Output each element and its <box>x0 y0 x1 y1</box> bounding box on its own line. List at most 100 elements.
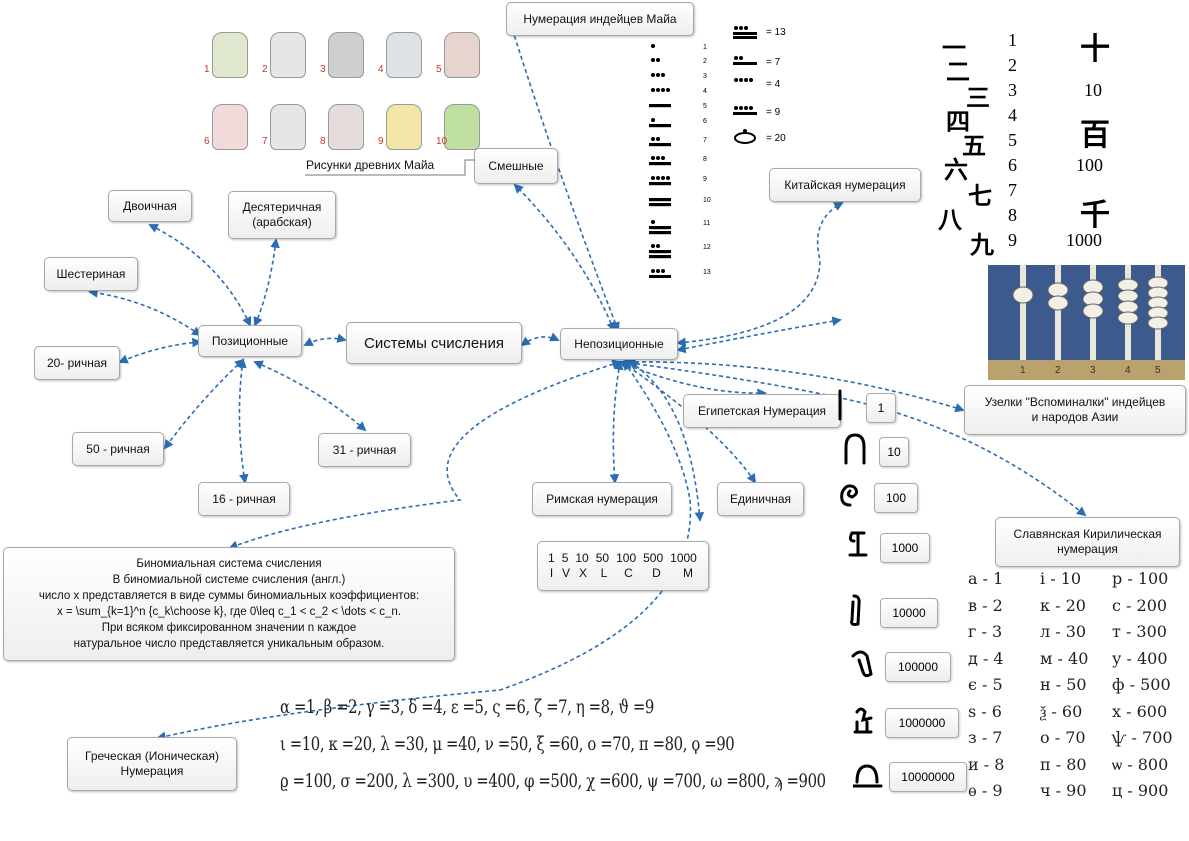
maya-drawing-label: 9 <box>378 136 384 147</box>
chinese-arabic-1: 1 <box>1008 30 1017 50</box>
maya-drawing-label: 3 <box>320 64 326 75</box>
link-positional-50 <box>163 358 245 450</box>
node-base16[interactable]: 16 - ричная <box>198 482 290 516</box>
maya-bar <box>649 198 671 202</box>
maya-column-number: 13 <box>703 269 711 276</box>
roman-arabic-4: 100 <box>616 551 637 565</box>
maya-dot <box>656 137 660 141</box>
chinese-arabic-2: 2 <box>1008 55 1017 75</box>
egyptian-value-7: 10000000 <box>889 762 967 792</box>
maya-drawing-label: 8 <box>320 136 326 147</box>
maya-dot <box>661 88 665 92</box>
chinese-digit-4: 四 <box>946 107 970 136</box>
link-positional-binary <box>148 224 252 327</box>
node-decimal[interactable]: Десятеричная (арабская) <box>228 191 336 239</box>
egyptian-value-5: 100000 <box>885 652 951 682</box>
greek-numeral-row-1: α =1, β =2, γ =3, δ =4, ε =5, ς =6, ζ =7… <box>280 696 654 718</box>
maya-shell-icon <box>734 132 756 144</box>
maya-column-number: 4 <box>703 88 707 95</box>
maya-dot <box>734 106 738 110</box>
maya-dot <box>656 73 660 77</box>
slavic-numeral: ф - 500 <box>1112 675 1171 694</box>
node-roman[interactable]: Римская нумерация <box>532 482 672 516</box>
maya-dot <box>651 269 655 273</box>
node-slavic[interactable]: Славянская Кирилическая нумерация <box>995 517 1180 567</box>
maya-column-number: 6 <box>703 118 707 125</box>
slavic-numeral: л - 30 <box>1040 622 1087 641</box>
chinese-digit-7: 七 <box>968 181 992 210</box>
node-chinese[interactable]: Китайская нумерация <box>769 168 921 202</box>
maya-dot <box>744 78 748 82</box>
node-greek[interactable]: Греческая (Ионическая) Нумерация <box>67 737 237 791</box>
maya-dot <box>744 106 748 110</box>
maya-dot <box>666 88 670 92</box>
node-maya[interactable]: Нумерация индейцев Майа <box>506 2 694 36</box>
node-positional[interactable]: Позиционные <box>198 325 302 357</box>
maya-dot <box>651 44 655 48</box>
maya-drawing-2 <box>270 32 306 78</box>
maya-dot <box>651 118 655 122</box>
roman-arabic-5: 500 <box>643 551 664 565</box>
chinese-power-1: 百 <box>1080 118 1110 153</box>
egyptian-hieroglyph-icon <box>853 764 883 788</box>
maya-dot <box>739 26 743 30</box>
maya-drawing-1 <box>212 32 248 78</box>
slavic-numeral: ѕ - 6 <box>968 701 1002 721</box>
chinese-arabic-9: 9 <box>1008 230 1017 250</box>
node-unary[interactable]: Единичная <box>717 482 804 516</box>
roman-letter-0: I <box>549 566 554 580</box>
node-base50[interactable]: 50 - ричная <box>72 432 164 466</box>
egyptian-value-4: 10000 <box>880 598 938 628</box>
chinese-arabic-6: 6 <box>1008 155 1017 175</box>
maya-dot <box>651 73 655 77</box>
node-nonpositional[interactable]: Непозиционные <box>560 328 678 360</box>
roman-letter-3: L <box>600 566 608 580</box>
maya-drawing-9 <box>386 104 422 150</box>
maya-bar <box>649 226 671 230</box>
slavic-numeral: ѱ - 700 <box>1112 728 1173 747</box>
maya-bar <box>733 36 757 39</box>
roman-letter-1: V <box>562 566 571 580</box>
maya-bar <box>733 32 757 35</box>
chinese-digit-9: 九 <box>970 230 994 259</box>
node-knots[interactable]: Узелки "Вспоминалки" индейцев и народов … <box>964 385 1186 435</box>
egyptian-hieroglyph-icon <box>844 433 866 465</box>
node-funny[interactable]: Смешные <box>474 148 558 184</box>
egyptian-hieroglyph-icon <box>840 484 859 507</box>
chinese-arabic-8: 8 <box>1008 205 1017 225</box>
node-vigesimal[interactable]: 20- ричная <box>34 346 120 380</box>
slavic-numeral: т - 300 <box>1112 622 1167 641</box>
maya-drawing-label: 7 <box>262 136 268 147</box>
maya-dot <box>739 56 743 60</box>
roman-arabic-2: 10 <box>575 551 589 565</box>
maya-dot <box>656 244 660 248</box>
maya-bar <box>649 143 671 147</box>
maya-drawing-label: 6 <box>204 136 210 147</box>
maya-bar <box>649 255 671 259</box>
node-number-systems[interactable]: Системы счисления <box>346 322 522 364</box>
egyptian-value-6: 1000000 <box>885 708 959 738</box>
roman-arabic-1: 5 <box>561 551 569 565</box>
maya-dot <box>749 78 753 82</box>
roman-letter-5: D <box>652 566 661 580</box>
node-egyptian[interactable]: Египетская Нумерация <box>683 394 841 428</box>
roman-arabic-3: 50 <box>595 551 610 565</box>
maya-dot <box>749 106 753 110</box>
maya-dot <box>651 244 655 248</box>
maya-bar <box>649 104 671 108</box>
chinese-arabic-3: 3 <box>1008 80 1017 100</box>
maya-column-number: 8 <box>703 156 707 163</box>
node-base31[interactable]: 31 - ричная <box>318 433 411 467</box>
node-senary[interactable]: Шестериная <box>44 257 138 291</box>
node-binomial[interactable]: Биномиальная система счисления В биномиа… <box>3 547 455 661</box>
maya-drawing-4 <box>386 32 422 78</box>
maya-dot <box>651 220 655 224</box>
maya-drawings-caption: Рисунки древних Майа <box>306 158 435 172</box>
node-binary[interactable]: Двоичная <box>108 190 192 222</box>
maya-dot <box>734 78 738 82</box>
maya-dot <box>656 58 660 62</box>
maya-bar <box>649 124 671 128</box>
maya-dot <box>734 56 738 60</box>
